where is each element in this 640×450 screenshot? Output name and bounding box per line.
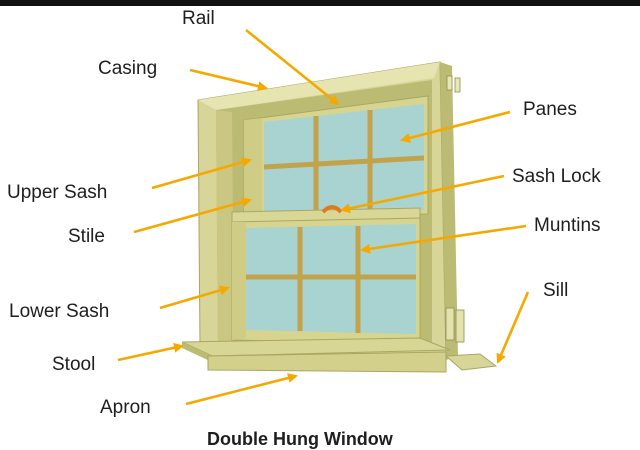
top-border-bar bbox=[0, 0, 640, 6]
apron-board bbox=[207, 351, 447, 373]
arrow-muntins bbox=[360, 224, 527, 254]
stool-front bbox=[182, 342, 212, 362]
diagram-title: Double Hung Window bbox=[207, 429, 394, 449]
arrow-apron bbox=[185, 373, 298, 406]
side-block-1 bbox=[445, 307, 455, 341]
sill-ledge bbox=[444, 353, 498, 371]
arrow-lower-sash bbox=[159, 285, 230, 310]
label-sash-lock: Sash Lock bbox=[512, 166, 601, 187]
label-panes: Panes bbox=[523, 99, 577, 120]
arrow-stile bbox=[133, 197, 252, 234]
arrow-casing bbox=[189, 68, 268, 92]
arrow-upper-sash bbox=[151, 157, 252, 190]
lower-sash-stile bbox=[232, 222, 246, 340]
label-stool: Stool bbox=[52, 354, 95, 375]
label-muntins: Muntins bbox=[534, 215, 601, 236]
label-stile: Stile bbox=[68, 226, 105, 247]
label-lower-sash: Lower Sash bbox=[9, 301, 109, 322]
upper-glass bbox=[264, 104, 424, 212]
casing-top-face bbox=[198, 62, 440, 110]
arrow-sill bbox=[496, 291, 530, 364]
label-rail: Rail bbox=[182, 8, 215, 29]
arrow-sash-lock bbox=[340, 174, 505, 214]
jamb-strip-2 bbox=[454, 77, 461, 93]
window-illustration bbox=[181, 61, 498, 373]
arrow-stool bbox=[117, 342, 184, 362]
label-sill: Sill bbox=[543, 280, 568, 301]
label-casing: Casing bbox=[98, 58, 157, 79]
upper-sash-stile bbox=[244, 118, 262, 216]
side-block-2 bbox=[455, 309, 465, 343]
callout-labels: Rail Casing Panes Upper Sash Sash Lock S… bbox=[7, 8, 601, 449]
upper-muntin-h bbox=[263, 155, 425, 170]
label-apron: Apron bbox=[100, 397, 151, 418]
arrow-rail bbox=[245, 28, 340, 106]
jamb-left-face bbox=[216, 110, 234, 344]
arrow-panes bbox=[400, 110, 511, 143]
casing-side-depth bbox=[440, 62, 458, 360]
label-upper-sash: Upper Sash bbox=[7, 182, 107, 203]
sash-lock bbox=[321, 205, 343, 214]
jamb-strip-1 bbox=[446, 75, 453, 91]
callout-arrows bbox=[117, 28, 530, 406]
